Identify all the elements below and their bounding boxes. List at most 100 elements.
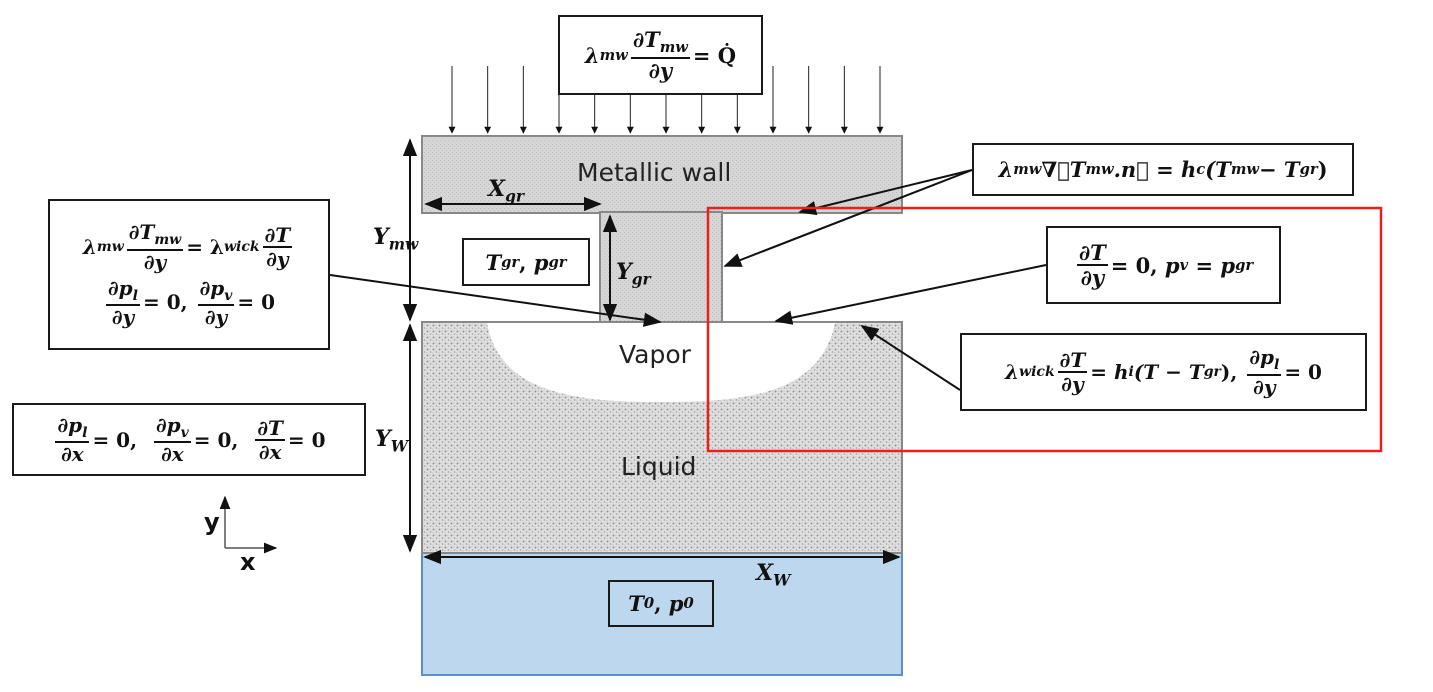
lambda-subscript: wick	[1019, 364, 1055, 380]
leader-convection-wall	[798, 169, 973, 216]
fraction: ∂pv ∂y	[197, 275, 235, 329]
temperature-symbol: T	[485, 249, 502, 275]
paren-term: (T	[1205, 157, 1231, 182]
numerator: ∂T	[255, 415, 285, 441]
equals-p: = p	[1195, 252, 1236, 278]
numerator: ∂T	[632, 27, 660, 53]
metallic-wall-label: Metallic wall	[577, 158, 732, 187]
fraction: ∂Tmw ∂y	[630, 27, 690, 83]
y-w-subscript: W	[390, 437, 409, 456]
gradient-subscript: mw	[1085, 161, 1114, 178]
pressure-subscript: v	[1179, 256, 1189, 274]
leader-convection-fin	[723, 169, 973, 267]
wall-fin	[599, 211, 723, 323]
fraction: ∂T ∂y	[1076, 239, 1108, 290]
denominator: ∂y	[204, 304, 228, 329]
equals-zero: = 0	[1284, 360, 1322, 384]
numerator: ∂p	[107, 275, 133, 300]
temperature-subscript: gr	[501, 253, 520, 271]
y-w-label: YW	[375, 426, 408, 455]
numerator-subscript: l	[82, 424, 88, 441]
equals-zero: = 0	[287, 427, 326, 452]
paren-term: (T − T	[1133, 360, 1204, 384]
y-gr-subscript: gr	[631, 270, 651, 289]
h-subscript: i	[1128, 364, 1134, 380]
numerator-subscript: l	[132, 287, 138, 304]
x-gr-label: Xgr	[488, 176, 524, 205]
numerator-subscript: l	[1274, 357, 1280, 374]
highlight-rectangle	[706, 206, 1383, 453]
side-symmetry-bc-box: ∂pl ∂x = 0, ∂pv ∂x = 0, ∂T ∂x = 0	[12, 403, 366, 476]
t-gr-subscript: gr	[1299, 161, 1318, 178]
gr-subscript: gr	[1203, 364, 1221, 380]
y-axis-label: y	[204, 508, 220, 536]
temperature-subscript: 0	[643, 595, 655, 612]
denominator: ∂y	[1080, 265, 1105, 290]
equals-zero: = 0,	[193, 427, 239, 452]
liquid-bath	[421, 552, 903, 676]
close-paren: )	[1317, 157, 1328, 182]
numerator: ∂T	[1076, 239, 1108, 266]
x-w-subscript: W	[773, 571, 791, 590]
fraction: ∂T ∂x	[255, 417, 285, 463]
fraction: ∂pl ∂y	[105, 275, 140, 329]
x-w-label: XW	[756, 560, 790, 589]
equals-lambda: = λ	[186, 234, 224, 259]
pressure-symbol: p	[1164, 252, 1180, 278]
equals-zero: = 0	[237, 290, 276, 315]
numerator-subscript: mw	[659, 39, 688, 57]
y-gr-symbol: Y	[616, 259, 632, 285]
denominator: ∂y	[111, 304, 135, 329]
heat-flux-rhs: = Q̇	[692, 42, 737, 68]
denominator: ∂x	[61, 442, 84, 467]
wick-subscript: wick	[223, 238, 260, 255]
top-heat-flux-bc-box: λ mw ∂Tmw ∂y = Q̇	[558, 15, 763, 95]
interface-equation-line-2: ∂pl ∂y = 0, ∂pv ∂y = 0	[103, 277, 275, 328]
numerator-subscript: v	[224, 287, 233, 304]
equals-zero: = 0,	[92, 427, 138, 452]
numerator: ∂p	[199, 275, 225, 300]
equals-zero: = 0,	[142, 290, 188, 315]
numerator: ∂p	[57, 412, 83, 437]
gr-subscript: gr	[1235, 256, 1254, 274]
minus-term: − T	[1259, 157, 1300, 182]
denominator: ∂y	[1061, 372, 1084, 396]
pressure-subscript: 0	[683, 595, 694, 612]
x-gr-symbol: X	[488, 176, 506, 202]
denominator: ∂y	[648, 57, 673, 83]
close-paren: ),	[1220, 360, 1238, 384]
x-w-symbol: X	[756, 560, 774, 586]
h-subscript: c	[1196, 161, 1206, 178]
comma: ,	[519, 249, 527, 275]
gradient-term: ∇⃗T	[1041, 157, 1086, 182]
leader-wall-wick	[329, 274, 662, 327]
fraction: ∂pv ∂x	[153, 412, 191, 465]
pressure-subscript: gr	[548, 253, 567, 271]
numerator: ∂p	[155, 412, 181, 437]
fraction: ∂T ∂y	[1057, 348, 1088, 396]
temperature-symbol: T	[628, 591, 644, 616]
equals-h: = h	[1090, 360, 1129, 384]
denominator: ∂y	[266, 246, 289, 271]
t-mw-subscript: mw	[1230, 161, 1260, 178]
y-mw-subscript: mw	[388, 235, 419, 254]
numerator: ∂T	[262, 222, 293, 248]
x-gr-subscript: gr	[505, 187, 524, 206]
lambda-symbol: λ	[584, 42, 600, 68]
vapor-label: Vapor	[619, 340, 691, 369]
comma: ,	[654, 591, 662, 616]
liquid-label: Liquid	[621, 452, 697, 481]
denominator: ∂x	[258, 439, 282, 464]
numerator: ∂T	[1057, 348, 1088, 373]
denominator: ∂y	[1253, 374, 1276, 399]
leader-wick-surface	[860, 325, 961, 391]
lambda-symbol: λ	[1005, 360, 1020, 384]
